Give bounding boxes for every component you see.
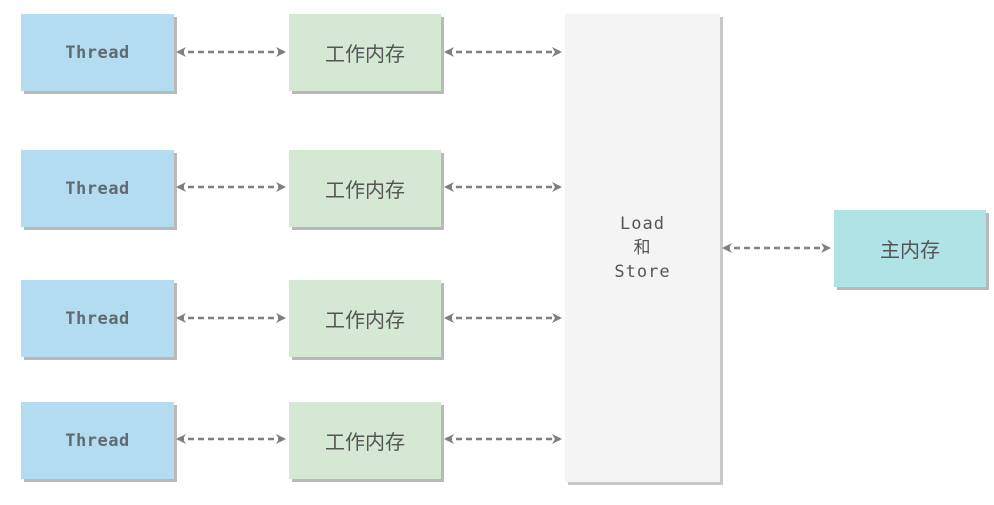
thread-node-4: Thread bbox=[21, 402, 174, 479]
thread-node-2: Thread bbox=[21, 150, 174, 227]
working-memory-node-1: 工作内存 bbox=[289, 14, 441, 91]
thread-node-3: Thread bbox=[21, 280, 174, 357]
load-store-node: Load 和 Store bbox=[565, 14, 720, 482]
working-memory-node-2: 工作内存 bbox=[289, 150, 441, 227]
working-memory-node-3: 工作内存 bbox=[289, 280, 441, 357]
thread-node-1: Thread bbox=[21, 14, 174, 91]
working-memory-node-4: 工作内存 bbox=[289, 402, 441, 479]
main-memory-node: 主内存 bbox=[834, 210, 986, 287]
